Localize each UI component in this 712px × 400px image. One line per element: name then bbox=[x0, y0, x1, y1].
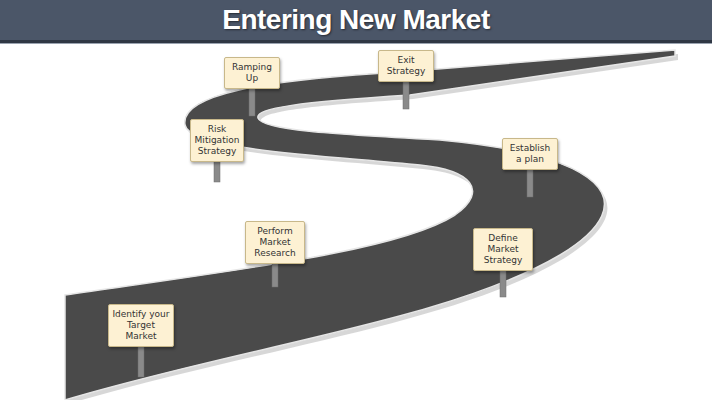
sign-label: Identify your Target Market bbox=[112, 309, 170, 342]
road-sign: Establish a plan bbox=[502, 138, 558, 170]
sign-label: Exit Strategy bbox=[382, 55, 430, 77]
sign-posts bbox=[138, 65, 533, 377]
road-sign: Exit Strategy bbox=[378, 50, 434, 82]
sign-label: Establish a plan bbox=[506, 143, 554, 165]
sign-label: Perform Market Research bbox=[249, 226, 301, 259]
road-sign: Identify your Target Market bbox=[108, 304, 174, 347]
page-title: Entering New Market bbox=[0, 0, 712, 40]
sign-label: Risk Mitigation Strategy bbox=[194, 124, 240, 157]
title-rule bbox=[0, 40, 712, 43]
road-sign: Risk Mitigation Strategy bbox=[190, 119, 244, 162]
road-sign: Ramping Up bbox=[224, 57, 280, 89]
road bbox=[65, 50, 675, 400]
road-sign: Define Market Strategy bbox=[473, 228, 533, 271]
road-sign: Perform Market Research bbox=[245, 221, 305, 264]
sign-label: Define Market Strategy bbox=[477, 233, 529, 266]
title-rule-light bbox=[0, 43, 712, 44]
sign-label: Ramping Up bbox=[228, 62, 276, 84]
